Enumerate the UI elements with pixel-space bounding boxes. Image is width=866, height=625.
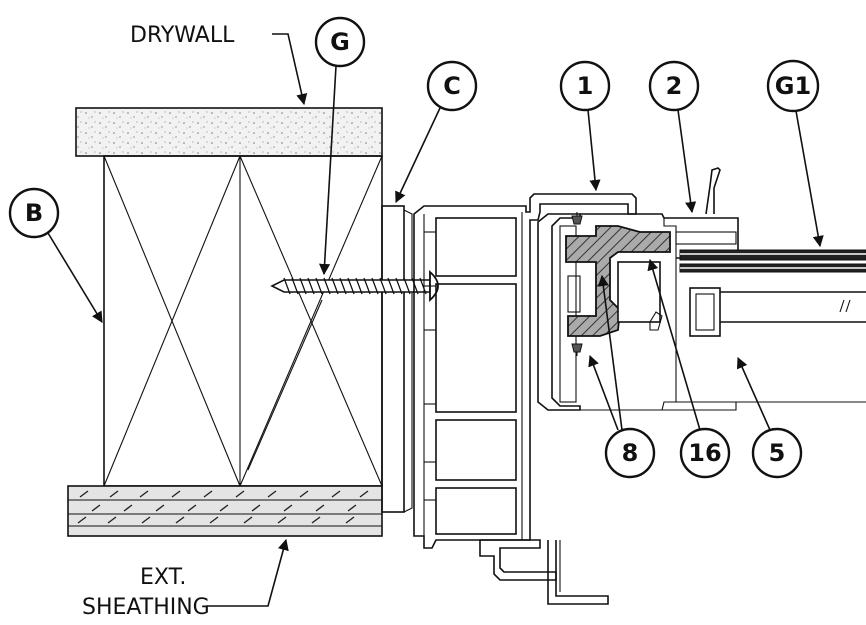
mounting-shim — [381, 205, 413, 513]
screw — [270, 270, 439, 302]
callout-16: 16 — [679, 427, 731, 479]
callout-b: B — [8, 187, 60, 239]
callout-c: C — [426, 60, 478, 112]
callout-label-1: 1 — [577, 72, 594, 100]
label-ext: EXT. — [140, 565, 186, 590]
callout-label-16: 16 — [688, 439, 721, 467]
callout-label-8: 8 — [622, 439, 639, 467]
exterior-sheathing — [67, 485, 383, 537]
callout-label-g: G — [330, 28, 350, 56]
label-drywall: DRYWALL — [130, 23, 235, 48]
reinforcement-insert — [565, 225, 671, 337]
callout-g1: G1 — [766, 59, 820, 113]
callout-label-2: 2 — [666, 72, 683, 100]
callout-1: 1 — [559, 60, 611, 112]
label-sheathing: SHEATHING — [82, 595, 210, 620]
wood-stud — [103, 155, 383, 487]
weather-seals — [571, 212, 583, 356]
callout-2: 2 — [648, 60, 700, 112]
callout-label-c: C — [443, 72, 461, 100]
callout-g: G — [314, 16, 366, 68]
drywall-panel — [75, 107, 383, 157]
callout-label-b: B — [25, 199, 43, 227]
callout-label-5: 5 — [769, 439, 786, 467]
callout-5: 5 — [751, 427, 803, 479]
sash-profile — [537, 167, 739, 411]
callout-8: 8 — [604, 427, 656, 479]
callout-label-g1: G1 — [775, 72, 811, 100]
leader-lines — [47, 33, 824, 607]
window-frame-profile — [413, 193, 637, 605]
insulated-glass-unit — [676, 249, 866, 403]
